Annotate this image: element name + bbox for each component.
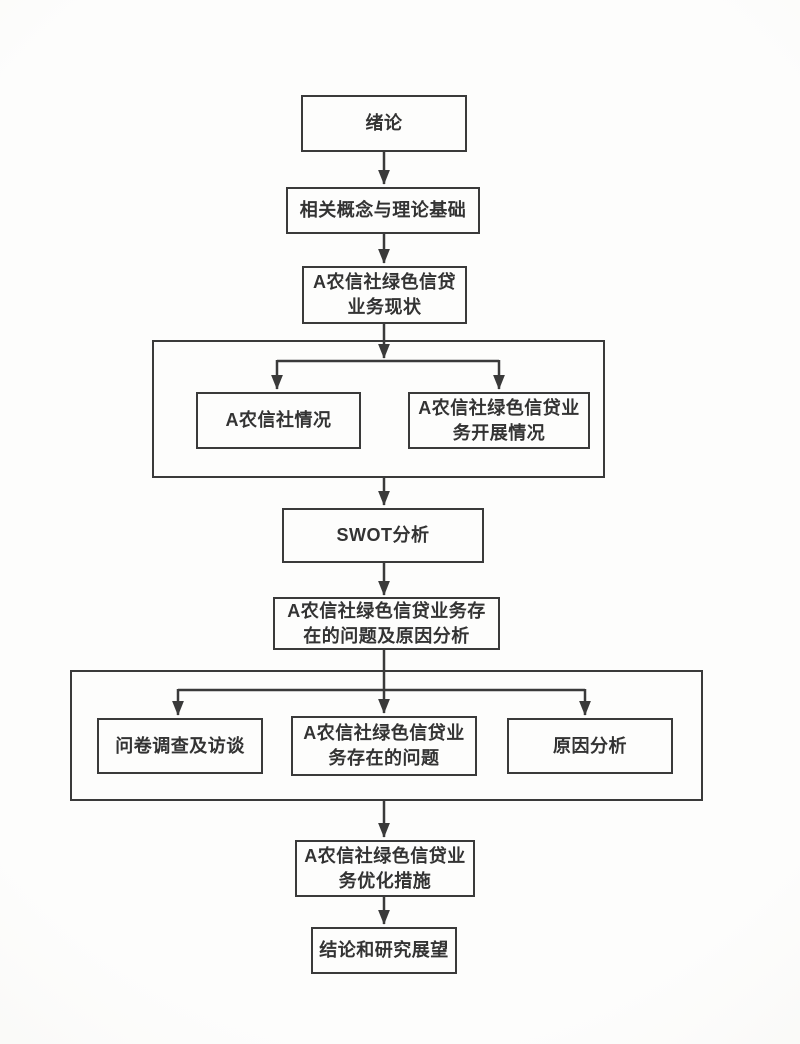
node-intro: 绪论 [301,95,467,152]
node-coop-profile: A农信社情况 [196,392,361,449]
node-concepts: 相关概念与理论基础 [286,187,480,234]
group-current-status [152,340,605,478]
node-status: A农信社绿色信贷 业务现状 [302,266,467,324]
node-optimization: A农信社绿色信贷业 务优化措施 [295,840,475,897]
node-causes: 原因分析 [507,718,673,774]
node-problems: A农信社绿色信贷业 务存在的问题 [291,716,477,776]
node-business-dev: A农信社绿色信贷业 务开展情况 [408,392,590,449]
group-problems-causes [70,670,703,801]
node-conclusion: 结论和研究展望 [311,927,457,974]
node-swot: SWOT分析 [282,508,484,563]
node-survey: 问卷调查及访谈 [97,718,263,774]
node-problems-analysis: A农信社绿色信贷业务存 在的问题及原因分析 [273,597,500,650]
